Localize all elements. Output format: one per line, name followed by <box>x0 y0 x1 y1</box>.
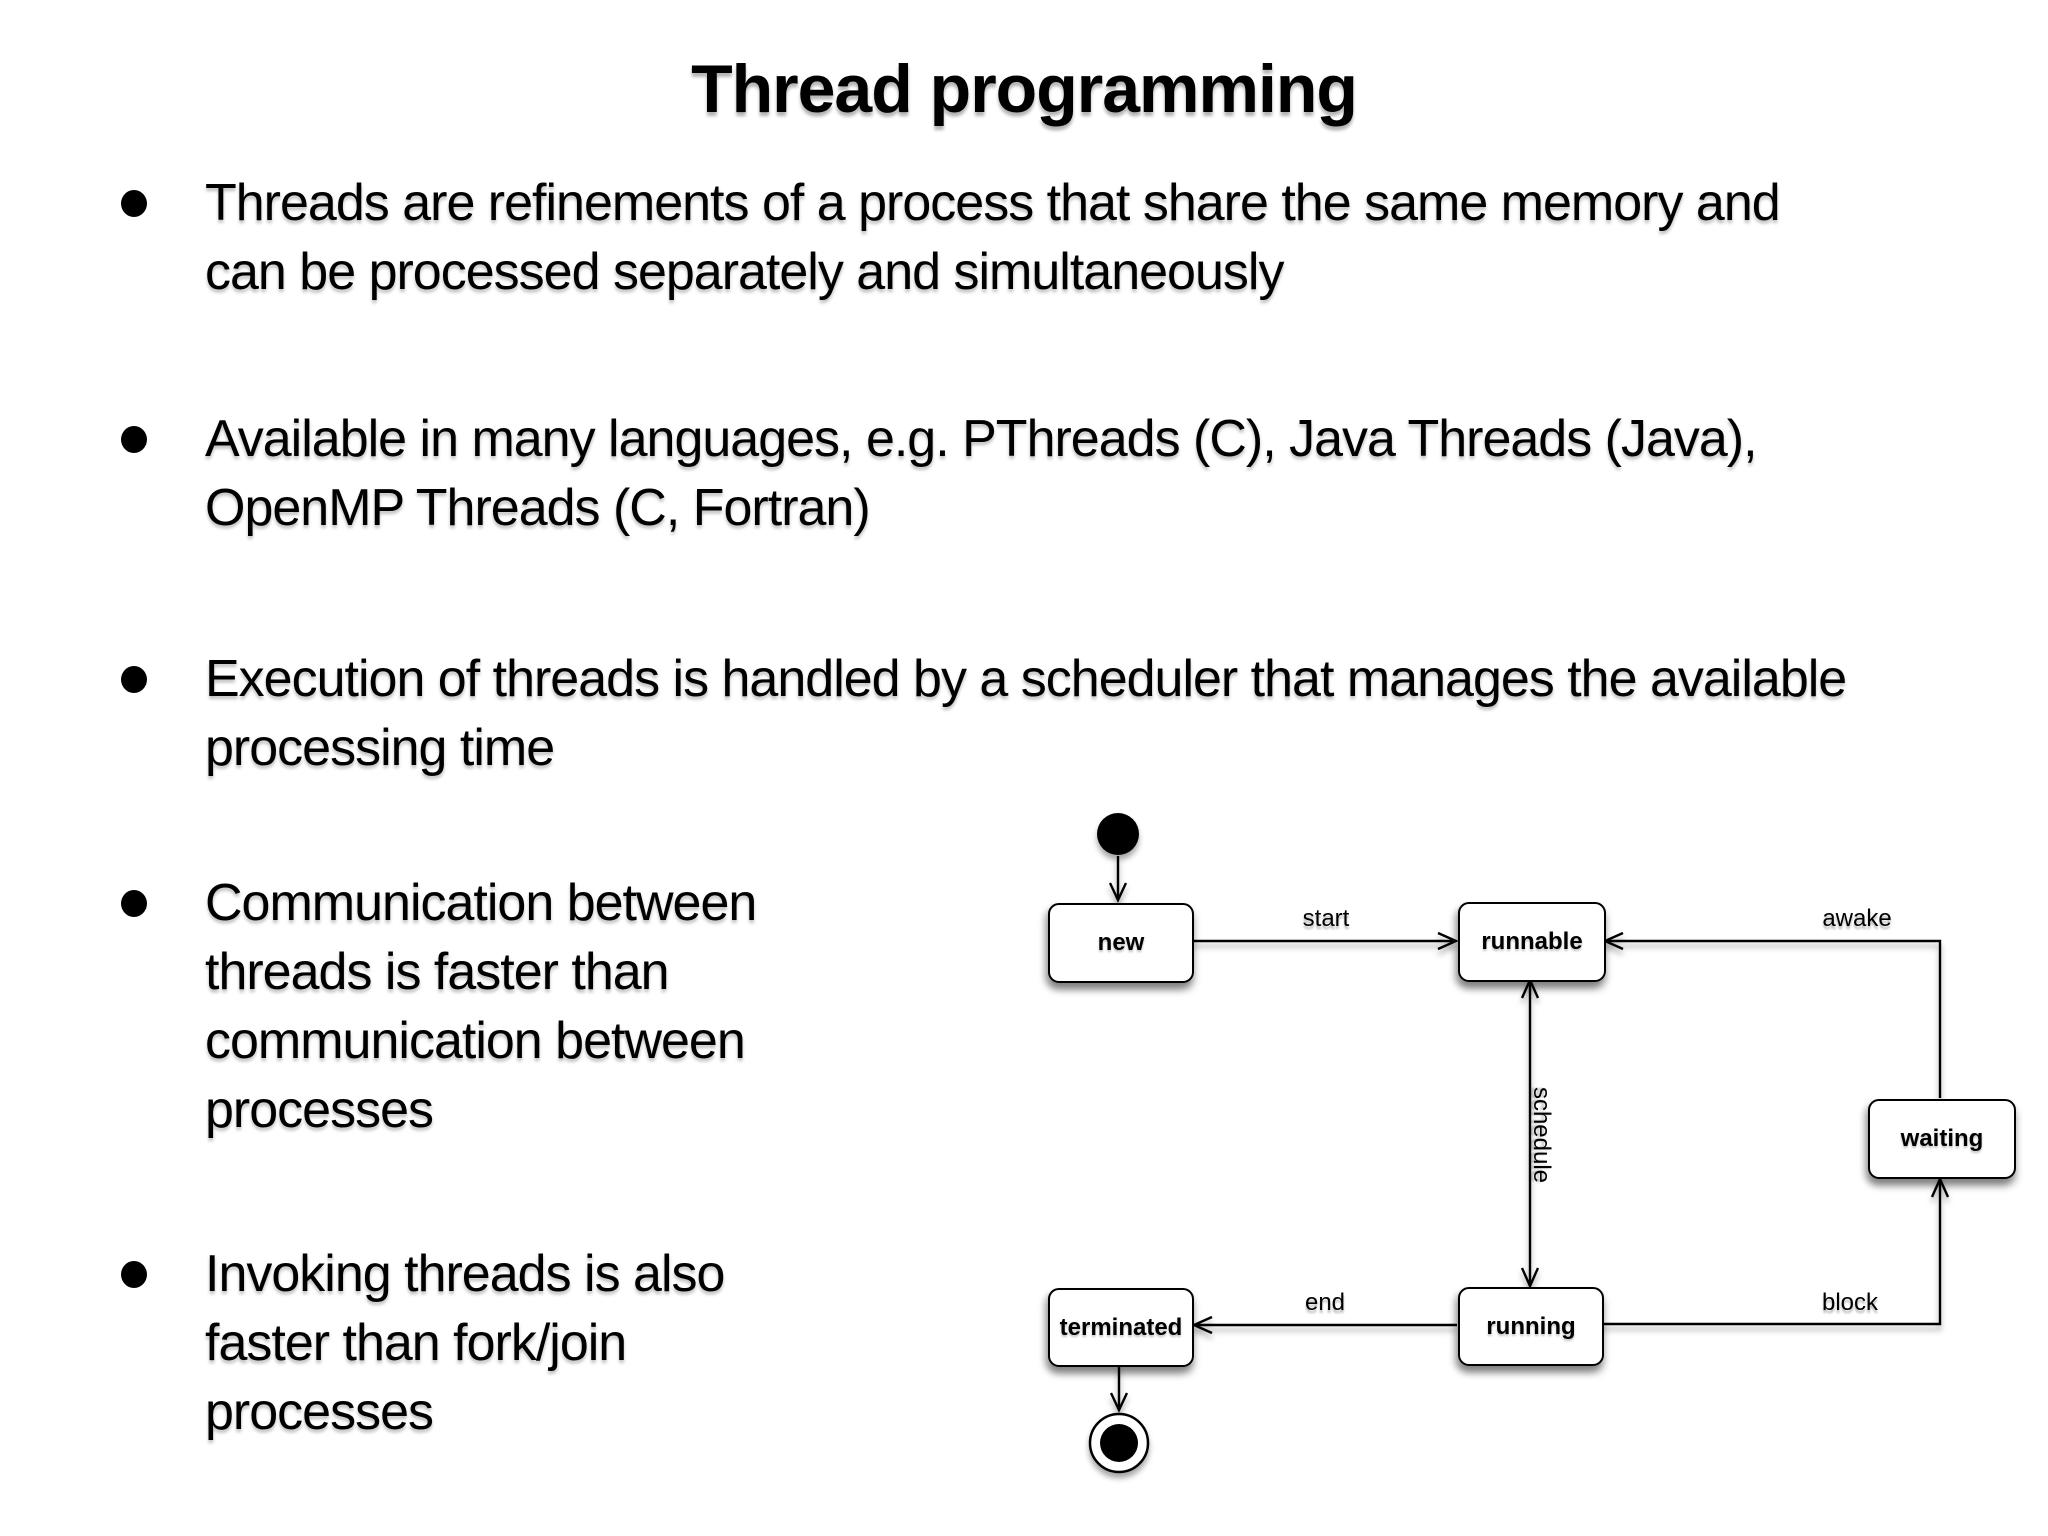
state-box-runnable: runnable <box>1458 902 1606 982</box>
bullet-line: Threads are refinements of a process tha… <box>205 174 1781 232</box>
state-label: runnable <box>1481 928 1583 955</box>
transition-arrow-initial <box>1108 856 1128 903</box>
initial-state-icon <box>1097 813 1139 855</box>
bullet-line: OpenMP Threads (C, Fortran) <box>205 479 871 537</box>
transition-arrow-block <box>1601 1176 1950 1326</box>
bullet-line: can be processed separately and simultan… <box>205 243 1284 301</box>
bullet-icon <box>121 426 147 453</box>
page-title: Thread programming <box>691 51 1358 127</box>
bullet-item-1: Threads are refinements of a process tha… <box>121 169 1781 307</box>
transition-label-awake: awake <box>1822 905 1892 932</box>
bullet-item-5: Invoking threads is also faster than for… <box>121 1240 725 1447</box>
bullet-item-4: Communication between threads is faster … <box>121 869 757 1145</box>
bullet-line: Execution of threads is handled by a sch… <box>205 650 1847 708</box>
bullet-icon <box>121 190 147 217</box>
transition-arrow-end <box>1191 1315 1457 1335</box>
bullet-line: threads is faster than <box>205 943 670 1001</box>
bullet-icon <box>121 666 147 693</box>
bullet-line: communication between <box>205 1012 746 1070</box>
bullet-line: processing time <box>205 719 555 777</box>
bullet-line: processes <box>205 1383 434 1441</box>
state-label: terminated <box>1059 1313 1183 1341</box>
bullet-icon <box>121 1261 147 1288</box>
final-state-icon <box>1088 1412 1150 1474</box>
transition-arrow-final <box>1109 1364 1129 1413</box>
state-box-new: new <box>1048 903 1194 983</box>
bullet-line: processes <box>205 1081 434 1139</box>
bullet-icon <box>121 890 147 917</box>
transition-label-schedule: schedule <box>1528 1086 1555 1184</box>
transition-arrow-start <box>1192 931 1459 951</box>
bullet-line: Available in many languages, e.g. PThrea… <box>205 410 1758 468</box>
bullet-line: faster than fork/join <box>205 1314 627 1372</box>
bullet-line: Communication between <box>205 874 757 932</box>
bullet-item-2: Available in many languages, e.g. PThrea… <box>121 405 1758 543</box>
transition-label-block: block <box>1821 1289 1879 1316</box>
state-box-waiting: waiting <box>1868 1099 2016 1179</box>
state-box-running: running <box>1458 1287 1604 1366</box>
state-label: running <box>1486 1312 1576 1340</box>
bullet-line: Invoking threads is also <box>205 1245 725 1303</box>
transition-label-start: start <box>1302 905 1350 932</box>
transition-label-end: end <box>1304 1289 1346 1316</box>
state-label: new <box>1097 929 1145 956</box>
bullet-item-3: Execution of threads is handled by a sch… <box>121 645 1847 783</box>
state-box-terminated: terminated <box>1048 1288 1194 1367</box>
transition-arrow-awake <box>1602 931 1942 1098</box>
state-label: waiting <box>1900 1125 1984 1152</box>
